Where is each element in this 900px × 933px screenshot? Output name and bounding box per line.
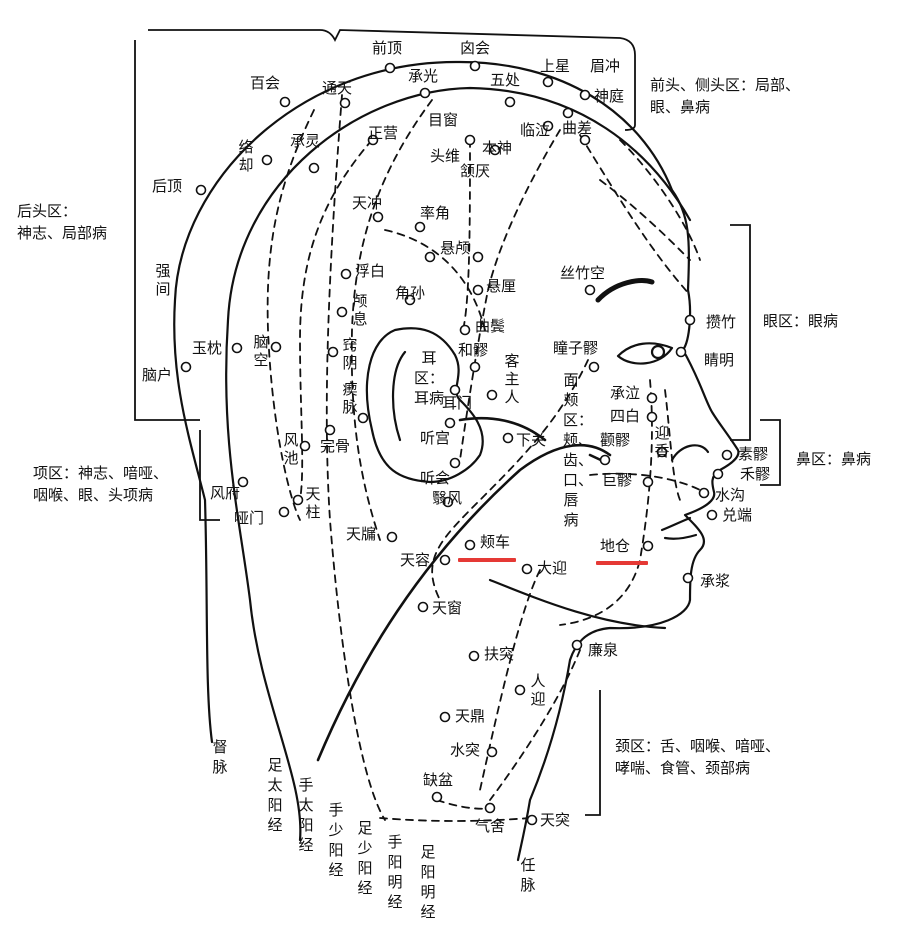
- point-tiantu: 天突: [540, 811, 571, 829]
- region-nape: 项区：神志、喑哑、咽喉、眼、头项病: [33, 464, 169, 504]
- meridian-zuyangming: 足阳明经: [420, 843, 436, 921]
- point-heliao2: 禾髎: [740, 465, 771, 483]
- point-tinghui: 听会: [420, 469, 451, 487]
- point-tinggong: 听宫: [420, 429, 451, 447]
- ear-outline: [365, 327, 484, 484]
- point-cuanzhu: 攒竹: [706, 313, 737, 331]
- point-xuanli: 悬厘: [486, 277, 517, 295]
- point-renying: 人迎: [530, 672, 546, 708]
- point-duiduan: 兑端: [722, 506, 753, 524]
- point-qubin: 曲鬓: [475, 317, 506, 335]
- point-luoque: 络却: [238, 138, 254, 174]
- point-suliao: 素髎: [738, 445, 769, 463]
- point-xinhui: 囟会: [460, 39, 491, 57]
- point-fengfu: 风府: [210, 484, 241, 502]
- point-jingming: 睛明: [704, 351, 735, 369]
- point-daying: 大迎: [537, 559, 568, 577]
- point-houding: 后顶: [152, 177, 183, 195]
- region-ear: 耳区：耳病: [413, 349, 444, 407]
- point-baihui: 百会: [250, 74, 281, 92]
- point-shuaigu: 率角: [420, 204, 451, 222]
- head-outline: [173, 60, 740, 862]
- point-heliao: 和髎: [458, 341, 489, 359]
- point-tianrong: 天容: [400, 551, 431, 569]
- point-luxi: 颅息: [352, 292, 368, 328]
- point-tianyou: 天牖: [346, 525, 377, 543]
- meridian-shouyangming: 手阳明经: [387, 833, 403, 911]
- point-naohu: 脑户: [142, 366, 173, 384]
- point-shangxing: 上星: [540, 57, 571, 75]
- point-yamen: 哑门: [234, 509, 265, 527]
- point-chengjiang: 承浆: [700, 572, 731, 590]
- point-tianchuang: 天窗: [432, 599, 463, 617]
- point-wuchu: 五处: [490, 71, 521, 89]
- point-naokong: 脑空: [253, 333, 269, 369]
- jiache-highlight: [458, 558, 516, 562]
- point-meichong: 眉冲: [590, 57, 621, 75]
- point-jiache: 颊车: [480, 533, 511, 551]
- point-futu: 扶突: [484, 645, 515, 663]
- point-qiaoyin: 窍阴: [342, 336, 358, 372]
- point-qishe: 气舍: [475, 817, 506, 835]
- meridian-zutaiyang: 足太阳经: [267, 756, 283, 834]
- region-front: 前头、侧头区：局部、眼、鼻病: [650, 76, 801, 116]
- point-shuitu: 水突: [450, 741, 481, 759]
- region-nose: 鼻区：鼻病: [796, 450, 872, 468]
- point-xuanlu: 悬颅: [440, 239, 471, 257]
- point-sibai: 四白: [610, 407, 641, 425]
- dicang-highlight: [596, 561, 648, 565]
- meridian-zushaoyang: 足少阳经: [357, 819, 373, 897]
- point-quanliao: 颧髎: [600, 431, 631, 449]
- point-zhengying: 正营: [368, 124, 399, 142]
- point-qianding: 前顶: [372, 39, 403, 57]
- point-tianzhu: 天柱: [305, 485, 321, 521]
- point-kezhuren: 客主人: [504, 352, 520, 406]
- region-face: 面颊区：颊、齿、口、唇病: [563, 371, 594, 529]
- point-lianquan: 廉泉: [588, 641, 619, 659]
- point-shuigou: 水沟: [715, 486, 746, 504]
- point-chengling: 承灵: [290, 132, 321, 150]
- point-sizhukong: 丝竹空: [560, 264, 606, 282]
- point-tianding: 天鼎: [455, 707, 486, 725]
- meridian-ren: 任脉: [520, 856, 536, 894]
- region-back: 后头区：神志、局部病: [17, 202, 108, 242]
- point-quchai: 曲差: [562, 119, 593, 137]
- acupoint-markers: [180, 60, 733, 826]
- point-chengguang: 承光: [408, 67, 439, 85]
- meridian-shoutaiyang: 手太阳经: [298, 776, 314, 854]
- point-qiangjian: 强间: [155, 262, 171, 298]
- point-fubai: 浮白: [355, 262, 386, 280]
- point-tongtian: 通天: [322, 79, 353, 97]
- eye-shape: [616, 342, 674, 365]
- point-tongziliao: 瞳子髎: [553, 339, 599, 357]
- point-muchuang: 目窗: [428, 111, 459, 129]
- point-benshen: 本神: [482, 139, 513, 157]
- point-hanyan: 颔厌: [460, 162, 491, 180]
- point-fengchi: 风池: [283, 431, 299, 467]
- point-chimai: 瘈脉: [342, 380, 358, 416]
- point-juliao: 巨髎: [602, 471, 633, 489]
- jaw-line: [488, 578, 667, 630]
- point-yingxiang: 迎香: [654, 424, 670, 460]
- meridian-du: 督脉: [212, 738, 228, 776]
- point-dicang: 地仓: [600, 537, 631, 555]
- point-touwei: 头维: [430, 147, 461, 165]
- point-yuzhen: 玉枕: [192, 339, 223, 357]
- hair-line: [225, 86, 692, 842]
- point-tianchong: 天冲: [352, 194, 383, 212]
- meridian-shoushaoyang: 手少阳经: [328, 801, 344, 879]
- point-quepen: 缺盆: [423, 771, 454, 789]
- point-linqi: 临泣: [520, 121, 551, 139]
- point-jiaosun: 角孙: [395, 284, 426, 302]
- point-wangu: 完骨: [320, 437, 351, 455]
- point-xiaguan: 下关: [516, 431, 547, 449]
- point-ermen: 耳门: [442, 394, 473, 412]
- point-chengqi: 承泣: [610, 384, 641, 402]
- point-yifeng: 翳风: [432, 489, 463, 507]
- region-neck: 颈区：舌、咽喉、喑哑、哮喘、食管、颈部病: [615, 737, 781, 777]
- point-shenting: 神庭: [594, 87, 625, 105]
- region-eye: 眼区：眼病: [763, 312, 839, 330]
